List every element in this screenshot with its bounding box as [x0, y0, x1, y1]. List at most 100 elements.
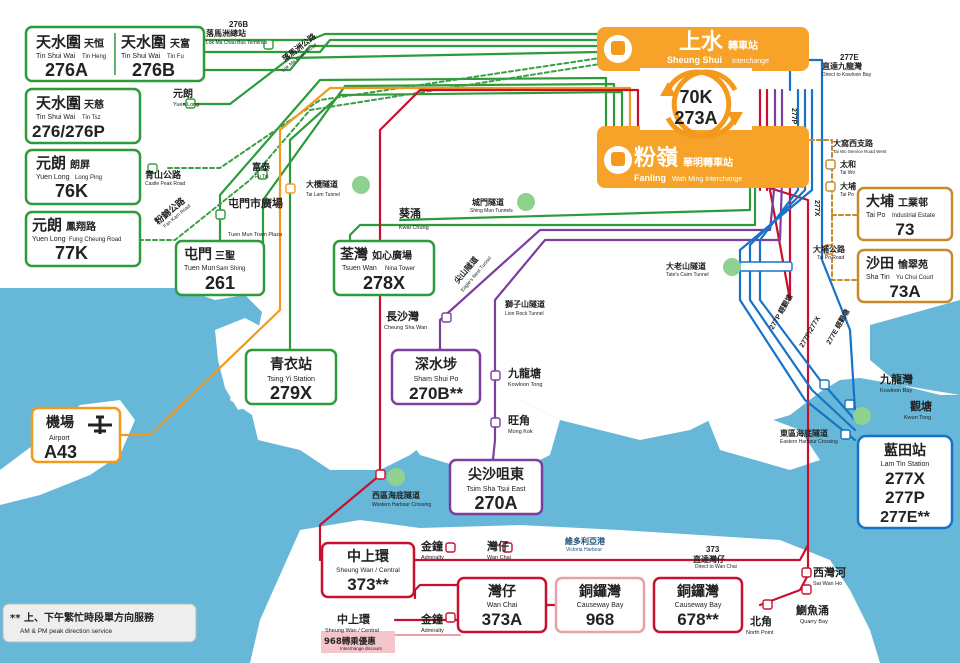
boxes-yl-long-ping-zh-small-text: 朗屏	[70, 158, 90, 171]
boxes-tsw-heng-zh-small-text: 天恒	[84, 37, 104, 50]
boxes-sham-shui-po-en-text: Sham Shui Po	[414, 376, 459, 383]
route-boxes	[24, 25, 954, 634]
route-77k: 77K	[55, 243, 88, 263]
labels-whc-zh-text: 西區海底隧道	[372, 490, 420, 500]
labels-c2-zh-text: 中上環	[337, 612, 371, 626]
boxes-tsw-fu-zh-text: 天水圍	[121, 33, 166, 51]
boxes-wan-chai-zh-text: 灣仔	[488, 583, 516, 600]
boxes-tuen-mun-zh-small-text: 三聖	[215, 249, 235, 262]
airplane-icon	[88, 415, 112, 434]
route-76k: 76K	[55, 181, 88, 201]
hub-group	[597, 27, 809, 188]
box-text: 天水圍 天恒 Tin Shui Wai Tin Heng 276A 天水圍 天富…	[32, 33, 936, 629]
labels-np-en-text: North Point	[746, 630, 774, 636]
boxes-central1-en-text: Sheung Wan / Central	[336, 567, 400, 574]
labels-tm-town-en-text: Tuen Mun Town Plaza	[228, 232, 283, 238]
hub-top-zh-small: 轉車站	[728, 39, 758, 52]
labels-r277x-text: 277X	[813, 200, 820, 217]
labels-wc-direct-zh-text: 直達灣仔	[693, 554, 725, 564]
route-373: 373**	[347, 575, 389, 594]
boxes-sha-tin-zh-small-text: 愉翠苑	[898, 258, 928, 271]
labels-kwai-chung-en-text: Kwai Chung	[399, 225, 429, 231]
labels-swh-zh-text: 西灣河	[813, 565, 846, 579]
labels-kb-zh-text: 九龍灣	[879, 372, 913, 386]
route-73: 73	[896, 220, 915, 239]
boxes-tuen-mun-en-small-text: Sam Shing	[216, 266, 245, 272]
boxes-sha-tin-zh-text: 沙田	[866, 256, 894, 272]
boxes-tsim-sha-tsui-zh-text: 尖沙咀東	[468, 466, 524, 483]
route-a43: A43	[44, 442, 77, 462]
hub-bottom-zh: 粉嶺	[634, 146, 678, 171]
labels-diag-277e-zh-text: 277E 經觀塘	[824, 307, 851, 346]
labels-castle-peak-zh-text: 青山公路	[145, 169, 182, 181]
labels-twsw-en-text: Tai Wo Service Road West	[833, 149, 887, 154]
boxes-yl-long-ping-zh-text: 元朗	[36, 154, 66, 172]
boxes-tsuen-wan-en-small-text: Nina Tower	[385, 266, 415, 272]
route-270b: 270B**	[409, 384, 463, 403]
route-73a: 73A	[889, 282, 920, 301]
labels-csw-zh-text: 長沙灣	[386, 309, 419, 323]
labels-victoria-en-text: Victoria Harbour	[566, 547, 602, 553]
labels-qb-zh-text: 鰂魚涌	[795, 603, 829, 617]
labels-taipo-zh-text: 大埔	[840, 181, 856, 191]
boxes-tuen-mun-en-text: Tuen Mun	[184, 265, 215, 272]
labels-discount-en-text: Interchange discount	[340, 646, 383, 651]
boxes-sham-shui-po-zh-text: 深水埗	[415, 356, 457, 373]
labels-mk-en-text: Mong Kok	[508, 429, 533, 435]
boxes-yl-fung-cheung-en-text: Yuen Long	[32, 236, 66, 243]
boxes-tsuen-wan-en-text: Tsuen Wan	[342, 265, 377, 272]
boxes-tsw-tsz-en-small-text: Tin Tsz	[82, 115, 101, 121]
labels-tates-en-text: Tate's Cairn Tunnel	[666, 272, 709, 278]
labels-r277e-top-text: 277E	[840, 53, 859, 62]
labels-qb-en-text: Quarry Bay	[800, 619, 828, 625]
labels-tprd-en-text: Tai Po Road	[817, 255, 844, 261]
labels-np-zh-text: 北角	[750, 614, 772, 628]
boxes-tsing-yi-zh-text: 青衣站	[270, 356, 312, 373]
boxes-tsw-heng-en-small-text: Tin Heng	[82, 54, 106, 60]
labels-r277p-text: 277P	[790, 108, 797, 125]
labels-kwt-zh-text: 觀塘	[910, 399, 932, 413]
labels-taipo-en-text: Tai Po	[840, 192, 854, 198]
boxes-tsw-fu-zh-small-text: 天富	[170, 37, 190, 50]
route-277x: 277X	[885, 469, 925, 488]
hub-top-en: Sheung Shui	[667, 55, 722, 65]
boxes-tuen-mun-zh-text: 屯門	[184, 246, 212, 263]
boxes-yl-fung-cheung-en-small-text: Fung Cheung Road	[69, 237, 121, 243]
footnote-zh: ** 上、下午繁忙時段單方向服務	[10, 611, 155, 624]
route-279x: 279X	[270, 383, 312, 403]
hub-bottom-en: Fanling	[634, 173, 666, 183]
route-678: 678**	[677, 610, 719, 629]
boxes-central1-zh-text: 中上環	[347, 548, 390, 565]
route-373a: 373A	[482, 610, 523, 629]
route-277e: 277E**	[880, 509, 931, 526]
boxes-lam-tin-en-text: Lam Tin Station	[881, 461, 930, 468]
labels-twsw-zh-text: 大窩西支路	[833, 138, 874, 148]
boxes-tai-po-en-text: Tai Po	[866, 212, 886, 219]
labels-kwt-en-text: Kwun Tong	[904, 415, 931, 421]
labels-castle-peak-en-text: Castle Peak Road	[145, 181, 186, 187]
route-968: 968	[586, 610, 614, 629]
boxes-tsw-tsz-zh-text: 天水圍	[36, 94, 81, 112]
labels-lmc-en-text: Lok Ma Chau Bus Terminus	[206, 40, 268, 46]
boxes-tsim-sha-tsui-en-text: Tsim Sha Tsui East	[466, 486, 525, 493]
boxes-yl-long-ping-en-small-text: Long Ping	[75, 175, 102, 181]
boxes-tsw-fu-en-small-text: Tin Fu	[167, 54, 184, 60]
labels-taiwo-en-text: Tai Wo	[840, 170, 855, 176]
labels-tprd-zh-text: 大埔公路	[813, 244, 846, 254]
boxes-tsw-fu-en-text: Tin Shui Wai	[121, 53, 161, 60]
route-276b: 276B	[132, 60, 175, 80]
labels-discount-zh-text: 968轉乘優惠	[324, 636, 376, 647]
boxes-airport-zh-text: 機場	[46, 414, 74, 431]
boxes-lam-tin-zh-text: 藍田站	[884, 442, 926, 459]
route-270a: 270A	[474, 493, 517, 513]
labels-tm-town-zh-text: 屯門市廣場	[228, 196, 283, 210]
labels-kb-direct-zh-text: 直達九龍灣	[822, 61, 862, 71]
boxes-tsing-yi-en-text: Tsing Yi Station	[267, 376, 315, 383]
labels-kb-direct-en-text: Direct to Kowloon Bay	[822, 72, 872, 78]
route-261: 261	[205, 273, 235, 293]
hub-top-en-small: Interchange	[732, 58, 769, 65]
labels-wc-en-text: Wan Chai	[487, 555, 511, 561]
route-276a: 276A	[45, 60, 88, 80]
